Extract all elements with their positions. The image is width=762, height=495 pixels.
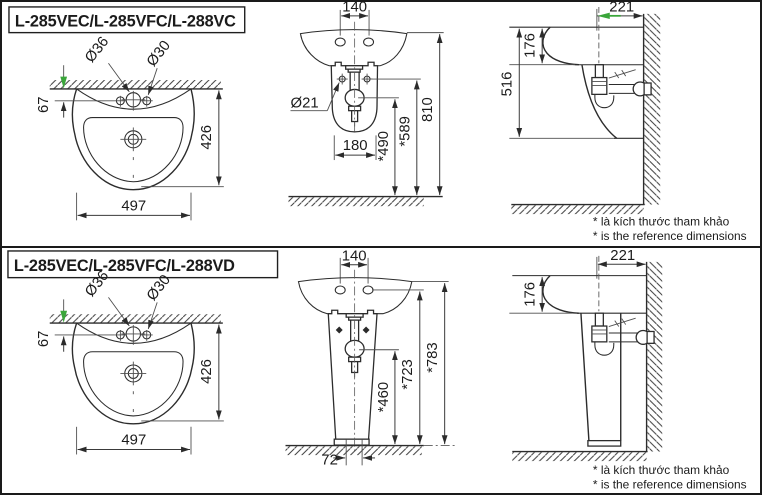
- dim-base-label: 72: [321, 452, 338, 468]
- dim-width-label: 497: [121, 433, 146, 449]
- reference-notes: * là kích thước tham khảo * is the refer…: [593, 463, 747, 491]
- note-english: * is the reference dimensions: [593, 229, 747, 243]
- mount-hole-left: [334, 37, 346, 47]
- mount-hole-right: [363, 37, 375, 47]
- dim-spacing-label: 140: [342, 2, 367, 15]
- dim-offset-label: 67: [36, 97, 52, 113]
- floor-hatch: [288, 195, 443, 207]
- pedestal-view: 140: [285, 248, 458, 468]
- front-view: 67 Ø36 Ø30 426: [36, 34, 224, 221]
- drain-hole: [120, 361, 147, 412]
- dim-drain-label: *490: [376, 131, 392, 161]
- note-vietnamese: * là kích thước tham khảo: [593, 214, 730, 228]
- pedestal-profile: [580, 313, 622, 447]
- panel-title: L-285VEC/L-285VFC/L-288VC: [15, 12, 236, 31]
- panel-title: L-285VEC/L-285VFC/L-288VD: [14, 256, 235, 275]
- faucet-holes: [114, 325, 153, 345]
- dim-bolt-723: *723: [372, 289, 424, 445]
- dim-bolt-589: *589: [371, 78, 421, 196]
- dim-depth-label: 221: [609, 2, 634, 15]
- reference-notes: * là kích thước tham khảo * is the refer…: [593, 214, 747, 243]
- dim-body-516: 516: [499, 28, 523, 137]
- green-wall-marker: [60, 299, 68, 323]
- pedestal-base: [333, 438, 370, 446]
- title-box: L-285VEC/L-285VFC/L-288VD: [7, 250, 279, 279]
- dim-drain-460: *460: [359, 349, 399, 445]
- dim-height-426: 426: [141, 90, 224, 188]
- front-view: 67 Ø36 Ø30 426: [36, 268, 224, 455]
- d36-label: Ø36: [82, 34, 112, 66]
- dim-front-label: 176: [523, 282, 539, 307]
- mount-hole-right: [362, 285, 374, 295]
- dim-overall-label: *783: [425, 342, 441, 372]
- dim-offset-67: 67: [36, 331, 115, 352]
- wall-hatch: [49, 314, 223, 324]
- trap-plumbing: [591, 312, 655, 356]
- bolt-hole-right: [361, 73, 373, 85]
- dim-overall-783: *783: [411, 281, 449, 445]
- basin-top: [297, 277, 413, 315]
- wall-hatch-right: [642, 13, 661, 205]
- dim-depth-221: 221: [596, 2, 643, 31]
- drawing-wall-hung: L-285VEC/L-285VFC/L-288VC: [8, 2, 747, 243]
- green-arrow-marker: [597, 12, 610, 19]
- side-view: 221: [509, 248, 663, 462]
- dim-depth-221: 221: [596, 248, 646, 279]
- drawing-pedestal: L-285VEC/L-285VFC/L-288VD: [7, 248, 747, 492]
- note-vietnamese: * là kích thước tham khảo: [593, 463, 730, 477]
- dim-front-176: 176: [523, 277, 546, 312]
- dim-front-label: 176: [523, 33, 539, 58]
- bolt-right: [362, 326, 370, 334]
- side-view: 221: [499, 2, 661, 215]
- panel-pedestal-basin: L-285VEC/L-285VFC/L-288VD: [2, 246, 760, 493]
- dim-width-label: 497: [121, 198, 146, 214]
- dim-body-label: 516: [499, 72, 515, 97]
- wall-hatch: [49, 80, 223, 90]
- underside-view: 140: [288, 2, 444, 207]
- faucet-holes: [114, 90, 153, 111]
- d30-label: Ø30: [144, 38, 174, 70]
- floor-hatch: [285, 444, 458, 456]
- bolt-left: [335, 326, 343, 334]
- dim-spacing-label: 140: [342, 248, 367, 264]
- dim-spacing-140: 140: [339, 2, 370, 36]
- bolt-hole-left: [336, 73, 348, 85]
- drain-hole: [120, 127, 147, 178]
- dim-offset-label: 67: [36, 331, 52, 347]
- trap-plumbing: [591, 64, 652, 109]
- dim-height-label: 426: [199, 125, 215, 150]
- d21-label: Ø21: [290, 96, 318, 112]
- basin-rim-bottom: [299, 29, 408, 67]
- dim-bracket-180: 180: [333, 135, 377, 161]
- floor-hatch-side: [511, 203, 645, 215]
- floor-hatch-side: [512, 450, 648, 462]
- dim-base-72: 72: [321, 439, 376, 468]
- dim-height-label: 426: [199, 359, 215, 384]
- dim-depth-label: 221: [610, 248, 635, 264]
- title-box: L-285VEC/L-285VFC/L-288VC: [8, 6, 246, 34]
- dim-overall-label: 810: [420, 97, 436, 122]
- mount-hole-left: [334, 285, 346, 295]
- dim-front-176: 176: [523, 28, 546, 64]
- dim-width-497: 497: [76, 192, 192, 221]
- wall-hatch-right: [645, 261, 663, 452]
- dim-width-497: 497: [76, 426, 192, 455]
- note-english: * is the reference dimensions: [593, 478, 747, 492]
- dim-height-426: 426: [141, 324, 224, 422]
- dim-drain-label: *460: [376, 382, 392, 412]
- panel-wall-hung-basin: L-285VEC/L-285VFC/L-288VC: [2, 2, 760, 246]
- dim-drain-490: *490: [358, 97, 399, 196]
- dim-overall-810: 810: [406, 32, 444, 196]
- dim-bracket-label: 180: [343, 138, 368, 154]
- dim-bolt-label: *589: [397, 116, 413, 146]
- green-wall-marker: [60, 65, 68, 89]
- dim-offset-67: 67: [36, 97, 115, 118]
- dim-bolt-d21: Ø21: [290, 82, 340, 112]
- dim-spacing-140: 140: [339, 248, 369, 284]
- basin-profile: [509, 26, 644, 139]
- dim-bolt-label: *723: [400, 359, 416, 389]
